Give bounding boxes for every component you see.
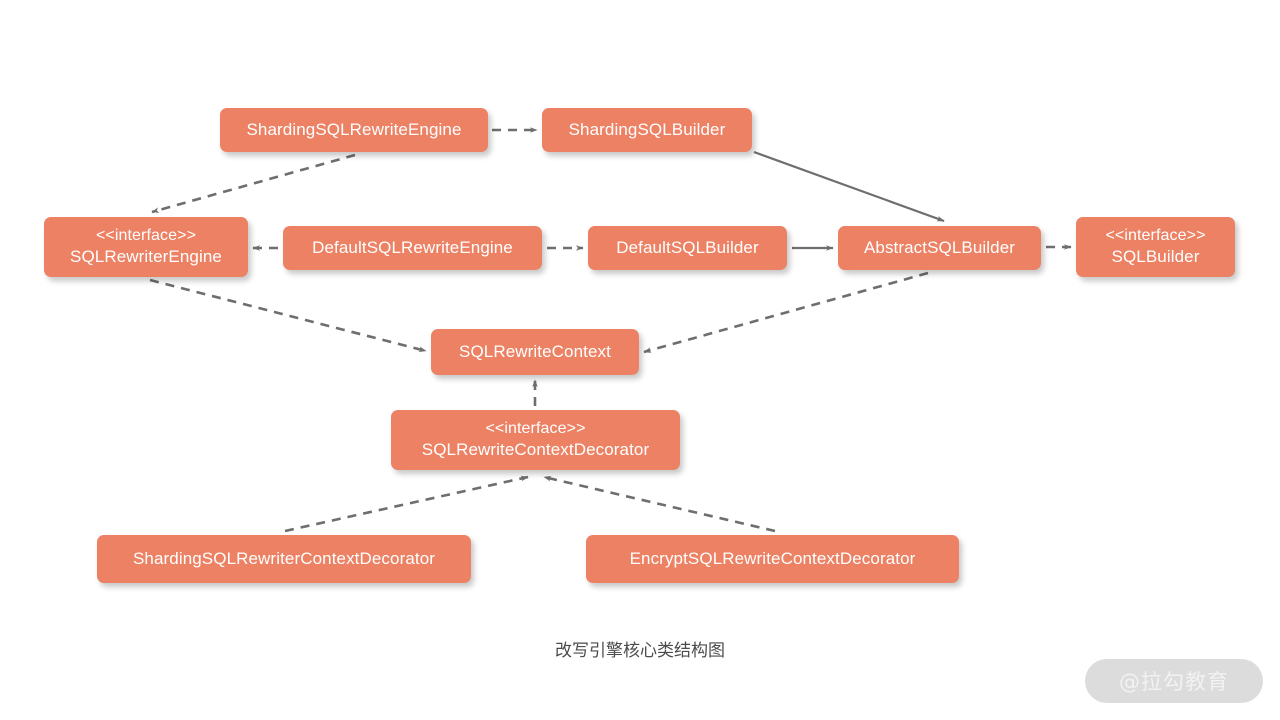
edge-encrypt-decorator-to-decorator (543, 475, 776, 533)
watermark-badge: @拉勾教育 (1085, 659, 1263, 703)
class-node-label: SQLBuilder (1111, 247, 1200, 267)
edge-rewriter-engine-to-context (149, 278, 427, 353)
class-node-label: DefaultSQLBuilder (616, 238, 759, 258)
edge-abstract-builder-to-context (643, 271, 929, 354)
class-node-label: ShardingSQLRewriteEngine (246, 120, 462, 140)
class-node-sharding-sql-rewrite-engine[interactable]: ShardingSQLRewriteEngine (220, 108, 488, 152)
class-node-label: SQLRewriteContextDecorator (421, 440, 650, 460)
class-node-label: SQLRewriteContext (459, 342, 611, 362)
class-node-sharding-sql-builder[interactable]: ShardingSQLBuilder (542, 108, 752, 152)
class-node-label: SQLRewriterEngine (70, 247, 222, 267)
class-node-abstract-sql-builder[interactable]: AbstractSQLBuilder (838, 226, 1041, 270)
diagram-caption: 改写引擎核心类结构图 (555, 641, 725, 661)
edge-sharding-decorator-to-decorator (284, 475, 529, 533)
class-node-label: ShardingSQLRewriterContextDecorator (132, 549, 436, 569)
class-node-stereotype: <<interface>> (485, 419, 586, 437)
watermark-text: @拉勾教育 (1119, 670, 1229, 694)
class-node-encrypt-sql-rewrite-context-decorator[interactable]: EncryptSQLRewriteContextDecorator (586, 535, 959, 583)
class-node-default-sql-builder[interactable]: DefaultSQLBuilder (588, 226, 787, 270)
class-node-label: AbstractSQLBuilder (863, 238, 1016, 258)
class-node-sql-rewrite-context-decorator[interactable]: <<interface>> SQLRewriteContextDecorator (391, 410, 680, 470)
class-node-label: ShardingSQLBuilder (568, 120, 726, 140)
class-node-sql-rewriter-engine[interactable]: <<interface>> SQLRewriterEngine (44, 217, 248, 277)
edge-sharding-builder-to-abstract-builder (753, 150, 945, 223)
edge-sharding-engine-to-rewriter-engine (151, 153, 356, 214)
class-node-default-sql-rewrite-engine[interactable]: DefaultSQLRewriteEngine (283, 226, 542, 270)
class-node-label: EncryptSQLRewriteContextDecorator (629, 549, 916, 569)
class-node-label: DefaultSQLRewriteEngine (312, 238, 513, 258)
class-node-sql-builder[interactable]: <<interface>> SQLBuilder (1076, 217, 1235, 277)
class-node-sharding-sql-rewriter-context-decorator[interactable]: ShardingSQLRewriterContextDecorator (97, 535, 471, 583)
class-node-sql-rewrite-context[interactable]: SQLRewriteContext (431, 329, 639, 375)
class-node-stereotype: <<interface>> (95, 226, 197, 244)
class-node-stereotype: <<interface>> (1105, 226, 1206, 244)
